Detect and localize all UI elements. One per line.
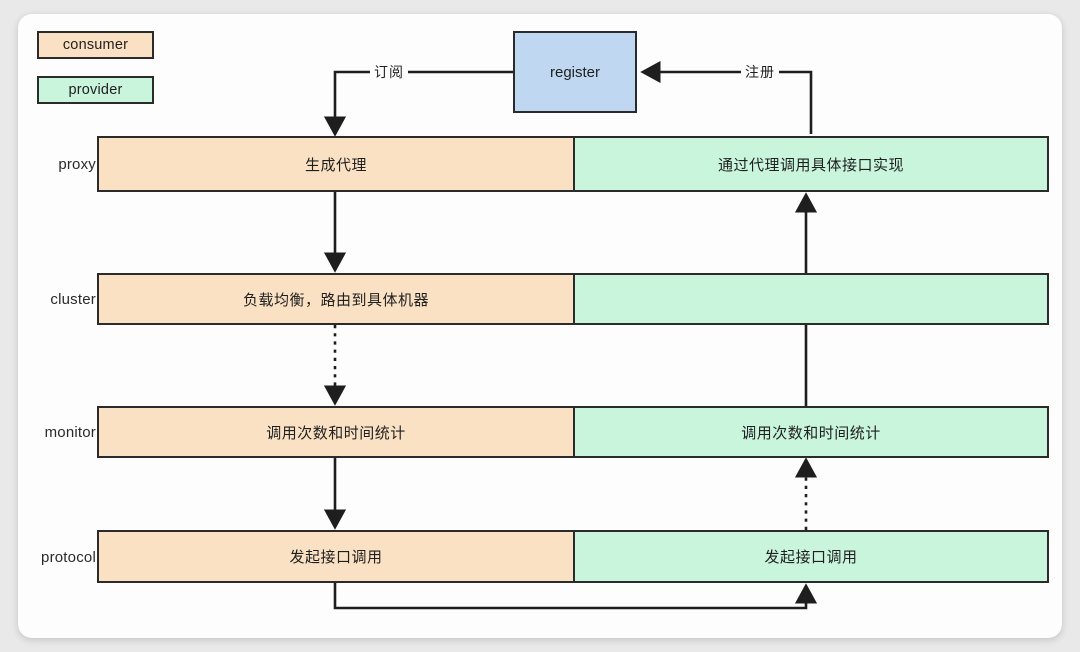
- cell-consumer-monitor: 调用次数和时间统计: [97, 406, 575, 458]
- diagram-card: consumer provider register: [18, 14, 1062, 638]
- legend-provider: provider: [37, 76, 154, 104]
- diagram-canvas: consumer provider register: [18, 14, 1062, 638]
- edge-register: [640, 60, 813, 134]
- edge-label-register: 注册: [741, 62, 779, 82]
- legend-consumer: consumer: [37, 31, 154, 59]
- cell-consumer-cluster: 负载均衡，路由到具体机器: [97, 273, 575, 325]
- cell-provider-proxy: 通过代理调用具体接口实现: [573, 136, 1049, 192]
- cell-provider-protocol: 发起接口调用: [573, 530, 1049, 583]
- register-node: register: [513, 31, 637, 113]
- cell-consumer-protocol: 发起接口调用: [97, 530, 575, 583]
- edge-subscribe: [323, 70, 513, 137]
- cell-consumer-proxy: 生成代理: [97, 136, 575, 192]
- cell-provider-monitor: 调用次数和时间统计: [573, 406, 1049, 458]
- row-label-protocol: protocol: [41, 549, 96, 566]
- cell-provider-cluster: [573, 273, 1049, 325]
- edge-protocol-bridge: [333, 583, 818, 610]
- edge-label-subscribe: 订阅: [370, 62, 408, 82]
- row-label-cluster: cluster: [50, 291, 96, 308]
- row-label-proxy: proxy: [58, 156, 96, 173]
- row-label-monitor: monitor: [44, 424, 96, 441]
